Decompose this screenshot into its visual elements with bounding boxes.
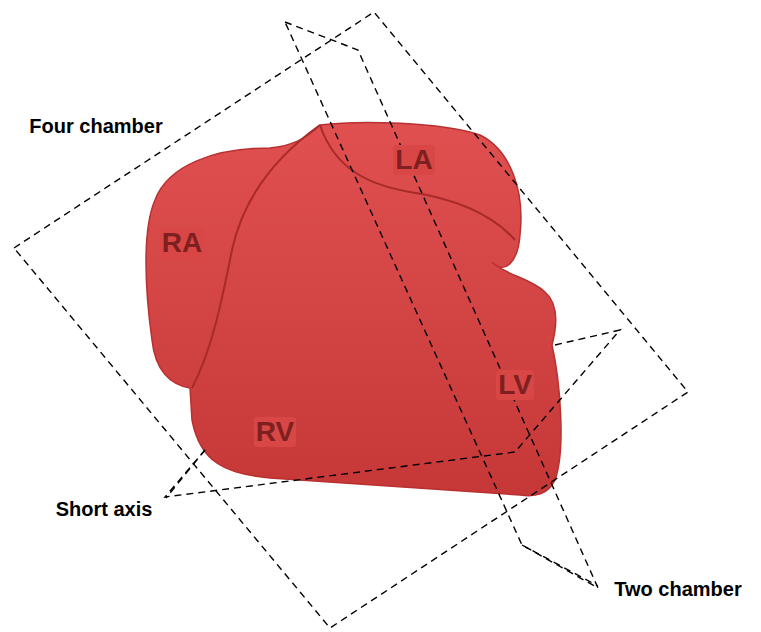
plane-label: Short axis — [54, 498, 155, 520]
chamber-label: LA — [393, 145, 434, 176]
plane-label: Two chamber — [612, 578, 743, 600]
four-chamber-plane — [14, 12, 688, 628]
chamber-label: RA — [160, 228, 204, 259]
short-axis-plane — [165, 330, 620, 497]
chamber-label: LV — [496, 370, 534, 401]
two-chamber-plane — [285, 22, 598, 588]
plane-label: Four chamber — [27, 115, 164, 137]
two-chamber-leader — [522, 545, 598, 586]
ra-rv-border — [192, 125, 320, 388]
la-border — [320, 125, 515, 240]
short-axis-leader — [166, 450, 205, 498]
chamber-label: RV — [254, 417, 296, 448]
heart-outline — [146, 122, 561, 495]
